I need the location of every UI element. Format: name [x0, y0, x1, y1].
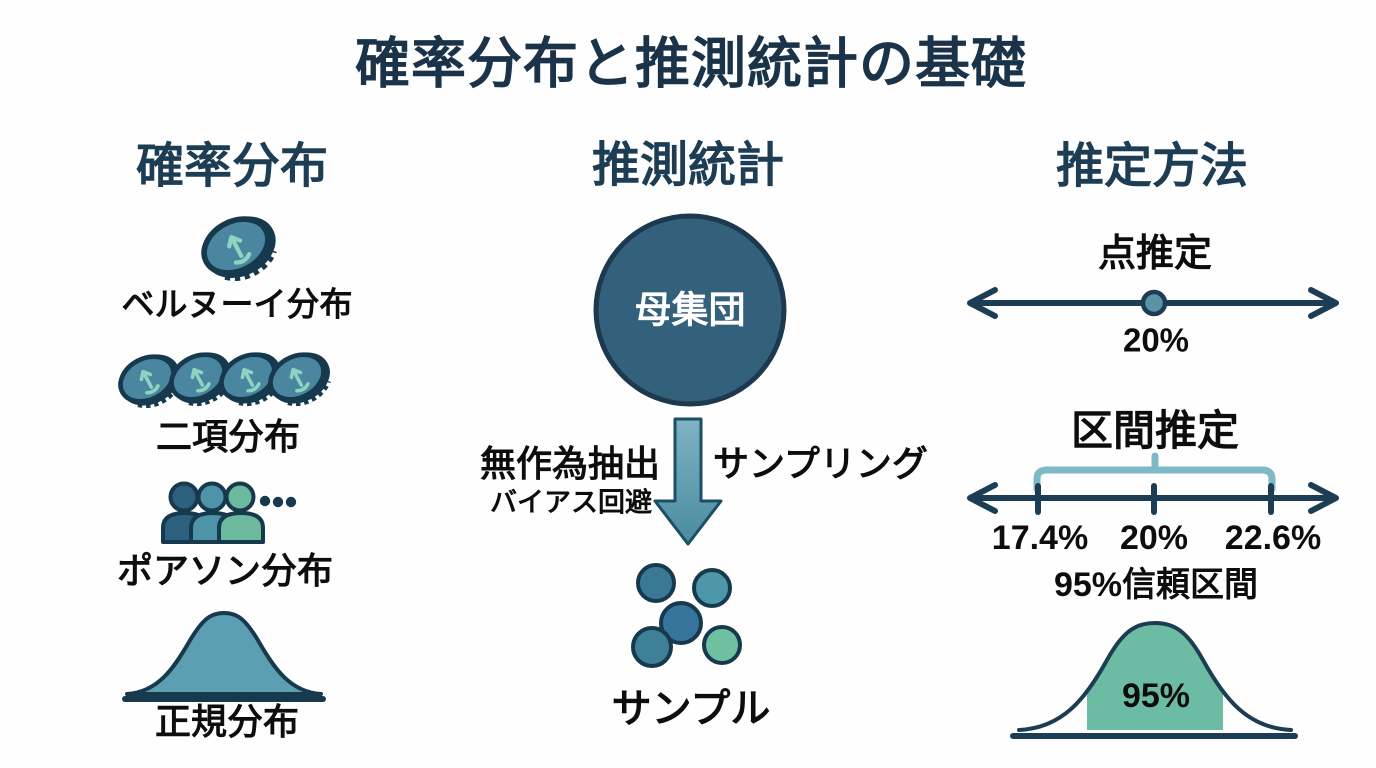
right-column-header: 推定方法 — [1055, 140, 1249, 193]
ellipsis-dots — [259, 495, 297, 508]
sampling-label: サンプリング — [713, 443, 928, 484]
point-estimate-value: 20% — [1122, 321, 1190, 359]
point-estimate-line — [967, 287, 1339, 319]
population-circle — [593, 213, 787, 407]
bell-95-label: 95% — [1121, 677, 1191, 715]
binomial-label: 二項分布 — [155, 416, 301, 457]
coin-icon — [195, 207, 283, 289]
sample-dots-icon — [631, 563, 742, 668]
shaded-95-area — [1087, 623, 1223, 730]
interval-upper-value: 22.6% — [1224, 519, 1322, 557]
interval-estimation-title: 区間推定 — [1070, 407, 1240, 454]
middle-column-header: 推測統計 — [591, 139, 785, 192]
interval-bracket — [1033, 452, 1276, 493]
coin-row-icon — [113, 345, 336, 415]
person-3-shape — [217, 481, 265, 544]
population-label: 母集団 — [634, 289, 746, 331]
normal-dist-label: 正規分布 — [154, 701, 300, 742]
interval-estimate-line — [967, 452, 1339, 515]
point-estimation-title: 点推定 — [1097, 233, 1213, 275]
random-sampling-label: 無作為抽出 — [479, 443, 660, 484]
slide-title: 確率分布と推測統計の基礎 — [354, 32, 1028, 95]
people-ellipsis-icon — [161, 481, 297, 544]
point-estimate-dot — [1140, 289, 1168, 317]
sample-label: サンプル — [611, 687, 771, 731]
left-arrowhead — [967, 482, 998, 514]
poisson-label: ポアソン分布 — [116, 550, 334, 591]
right-arrowhead — [1308, 482, 1339, 514]
interval-center-value: 20% — [1119, 519, 1189, 557]
bell-curve-icon — [122, 611, 326, 702]
sampling-arrow-icon — [653, 417, 723, 546]
interval-lower-value: 17.4% — [991, 519, 1089, 557]
bias-avoidance-label: バイアス回避 — [490, 487, 652, 518]
confidence-bell-icon — [1010, 620, 1298, 739]
left-arrowhead — [967, 287, 998, 319]
bernoulli-label: ベルヌーイ分布 — [121, 285, 353, 323]
right-arrowhead — [1308, 287, 1339, 319]
left-column-header: 確率分布 — [135, 140, 329, 193]
confidence-interval-caption: 95%信頼区間 — [1053, 566, 1259, 604]
